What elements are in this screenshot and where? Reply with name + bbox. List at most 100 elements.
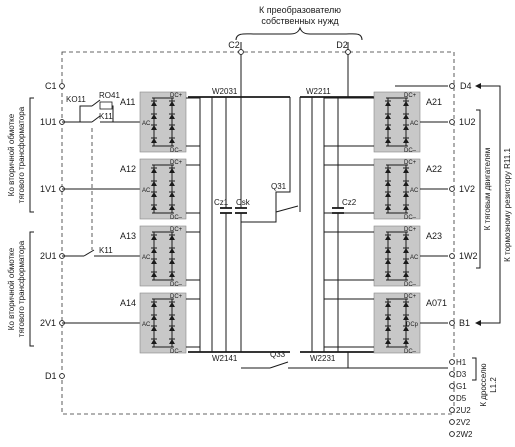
choke-label-2: L1.2 xyxy=(489,377,498,393)
module-label: A21 xyxy=(426,97,442,107)
right-terminal-d3: D3 xyxy=(449,370,467,379)
k11-top-contact xyxy=(91,115,101,123)
header-brace xyxy=(235,26,363,41)
choke-bracket xyxy=(472,357,477,381)
w2211-label: W2211 xyxy=(306,87,331,96)
q31-label: Q31 xyxy=(271,182,287,191)
module-dcp-label: DCp xyxy=(406,322,419,328)
header-line-2: собственных нужд xyxy=(261,16,339,26)
module-label: A23 xyxy=(426,231,442,241)
cz1-label: Cz1 xyxy=(214,198,229,207)
right-terminal-1v2: 1V2 xyxy=(449,184,475,194)
module-label: A11 xyxy=(120,97,135,107)
left-terminal-c1: C1 xyxy=(45,81,65,91)
module-dc-plus-label: DC+ xyxy=(170,93,183,99)
right-converter-modules: DC+DC–ACA21DC+DC–ACA22DC+DC–ACA23DC+DC–D… xyxy=(324,91,447,355)
svg-text:1U1: 1U1 xyxy=(40,117,57,127)
module-dc-minus-label: DC– xyxy=(170,349,183,355)
d2-label: D2 xyxy=(336,40,348,50)
module-dc-minus-label: DC– xyxy=(170,148,183,154)
module-label: A12 xyxy=(120,164,136,174)
module-dc-plus-label: DC+ xyxy=(404,160,417,166)
right-terminal-h1: H1 xyxy=(449,358,467,367)
right-terminal-2v2: 2V2 xyxy=(449,418,471,427)
svg-text:2V2: 2V2 xyxy=(456,418,471,427)
svg-text:C1: C1 xyxy=(45,81,57,91)
upper-secondary-label-1: Ко вторичной обмотке xyxy=(7,113,16,196)
ro41-resistor xyxy=(99,101,113,110)
d2-terminal xyxy=(345,49,351,55)
cz2-label: Cz2 xyxy=(342,198,357,207)
left-terminal-d1: D1 xyxy=(45,371,65,381)
converter-module-a22: DC+ DC– AC A22 xyxy=(324,158,442,221)
module-ac-label: AC xyxy=(410,255,419,261)
svg-text:1V2: 1V2 xyxy=(459,184,475,194)
right-terminal-1w2: 1W2 xyxy=(449,251,478,261)
left-terminal-1u1: 1U1 xyxy=(40,117,65,127)
module-dc-minus-label: DC– xyxy=(404,215,417,221)
traction-motor-bracket xyxy=(476,109,481,269)
q31-left-wire xyxy=(241,97,291,223)
svg-text:H1: H1 xyxy=(456,358,467,367)
module-dc-minus-label: DC– xyxy=(404,282,417,288)
module-label: A22 xyxy=(426,164,442,174)
module-dc-plus-label: DC+ xyxy=(404,294,417,300)
module-ac-label: AC xyxy=(410,188,419,194)
svg-text:2U2: 2U2 xyxy=(456,406,471,415)
q33-label: Q33 xyxy=(270,350,286,359)
ko11-label: KO11 xyxy=(66,95,86,104)
left-terminal-1v1: 1V1 xyxy=(40,184,65,194)
c2-label: C2 xyxy=(228,40,240,50)
svg-text:D3: D3 xyxy=(456,370,467,379)
module-dc-minus-label: DC– xyxy=(404,148,417,154)
k11-top-label: K11 xyxy=(99,112,113,121)
svg-text:2V1: 2V1 xyxy=(40,318,56,328)
lower-secondary-label-2: тягового трансформатора xyxy=(17,240,26,337)
module-label: A14 xyxy=(120,298,136,308)
module-dc-minus-label: DC– xyxy=(170,282,183,288)
right-terminal-2u2: 2U2 xyxy=(449,406,471,415)
right-terminal-b1: B1 xyxy=(449,318,470,328)
right-terminal-d5: D5 xyxy=(449,394,467,403)
module-ac-label: AC xyxy=(142,188,151,194)
svg-text:2U1: 2U1 xyxy=(40,251,57,261)
module-ac-label: AC xyxy=(142,121,151,127)
choke-label-1: К дросселю xyxy=(479,363,488,406)
svg-text:B1: B1 xyxy=(459,318,470,328)
right-terminal-1u2: 1U2 xyxy=(449,117,476,127)
module-ac-label: AC xyxy=(142,255,151,261)
converter-module-a11: DC+ DC– AC A11 xyxy=(120,91,200,154)
left-terminal-2v1: 2V1 xyxy=(40,318,65,328)
svg-text:1V1: 1V1 xyxy=(40,184,56,194)
csk-label: Csk xyxy=(236,198,251,207)
svg-text:1W2: 1W2 xyxy=(459,251,478,261)
c2-terminal xyxy=(238,49,244,55)
right-terminal-2w2: 2W2 xyxy=(449,430,473,439)
ko11-contact xyxy=(91,99,101,107)
module-dc-plus-label: DC+ xyxy=(404,93,417,99)
ro41-label: RO41 xyxy=(99,91,120,100)
brake-resistor-label: К тормозному резистору R11.1 xyxy=(503,148,512,262)
left-converter-modules: DC+DC–ACA11DC+DC–ACA12DC+DC–ACA13DC+DC–A… xyxy=(120,91,200,355)
left-terminal-2u1: 2U1 xyxy=(40,251,65,261)
k11-bottom-label: K11 xyxy=(99,246,113,255)
right-terminal-g1: G1 xyxy=(449,382,467,391)
q33-contact xyxy=(269,361,289,369)
svg-text:1U2: 1U2 xyxy=(459,117,476,127)
svg-text:G1: G1 xyxy=(456,382,467,391)
right-terminal-d4: D4 xyxy=(449,81,472,91)
module-dc-minus-label: DC– xyxy=(404,349,417,355)
traction-motors-label: К тяговым двигателям xyxy=(483,148,492,230)
w2231-label: W2231 xyxy=(310,354,336,363)
module-ac-label: AC xyxy=(142,322,151,328)
svg-text:D5: D5 xyxy=(456,394,467,403)
lower-secondary-label-1: Ко вторичной обмотке xyxy=(7,247,16,330)
svg-text:D4: D4 xyxy=(460,81,472,91)
svg-text:2W2: 2W2 xyxy=(456,430,473,439)
